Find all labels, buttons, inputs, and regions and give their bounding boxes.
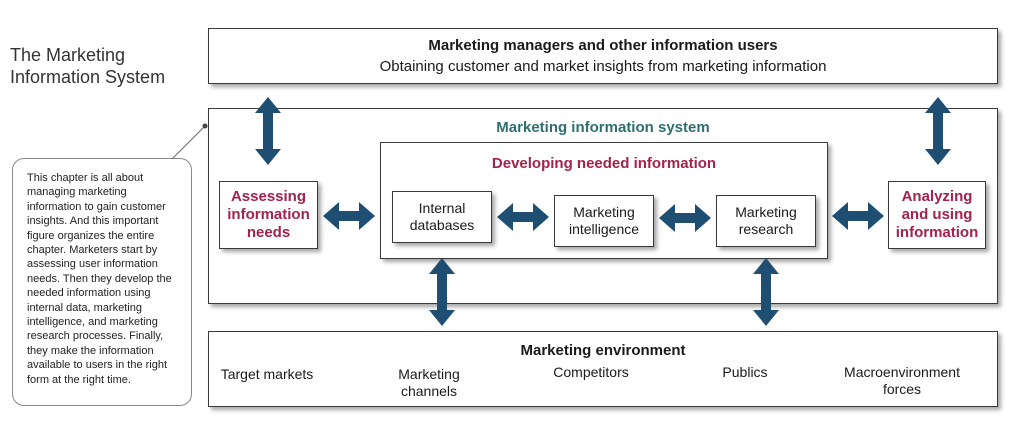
figure-title: The Marketing Information System xyxy=(10,45,166,87)
developing-title: Developing needed information xyxy=(491,155,717,172)
marketing-research-box: Marketing research xyxy=(716,195,816,247)
information-users-box: Marketing managers and other information… xyxy=(208,28,998,84)
env-item-macroenvironment-forces: Macroenvironment forces xyxy=(844,364,960,397)
marketing-environment-box: Marketing environment Target markets Mar… xyxy=(208,331,998,407)
env-item-target-markets: Target markets xyxy=(220,366,314,382)
information-users-title: Marketing managers and other information… xyxy=(428,37,778,54)
callout-leader-dot xyxy=(202,123,208,129)
callout-text: This chapter is all about managing marke… xyxy=(27,172,172,386)
marketing-intelligence-label: Marketing intelligence xyxy=(568,204,640,237)
environment-title: Marketing environment xyxy=(520,342,686,359)
env-item-competitors: Competitors xyxy=(553,364,629,380)
callout-box: This chapter is all about managing marke… xyxy=(12,158,192,406)
assessing-information-needs-box: Assessing information needs xyxy=(219,181,318,249)
internal-databases-box: Internal databases xyxy=(392,191,492,243)
callout-leader-line xyxy=(171,126,205,160)
assessing-label: Assessing information needs xyxy=(227,188,310,241)
env-item-marketing-channels: Marketing channels xyxy=(398,366,460,399)
marketing-intelligence-box: Marketing intelligence xyxy=(554,195,654,247)
mis-title: Marketing information system xyxy=(496,119,710,136)
information-users-subtitle: Obtaining customer and market insights f… xyxy=(379,58,827,75)
analyzing-label: Analyzing and using information xyxy=(895,188,979,241)
analyzing-information-box: Analyzing and using information xyxy=(888,181,986,249)
env-item-publics: Publics xyxy=(722,364,768,380)
marketing-research-label: Marketing research xyxy=(735,204,797,237)
internal-databases-label: Internal databases xyxy=(409,200,475,233)
